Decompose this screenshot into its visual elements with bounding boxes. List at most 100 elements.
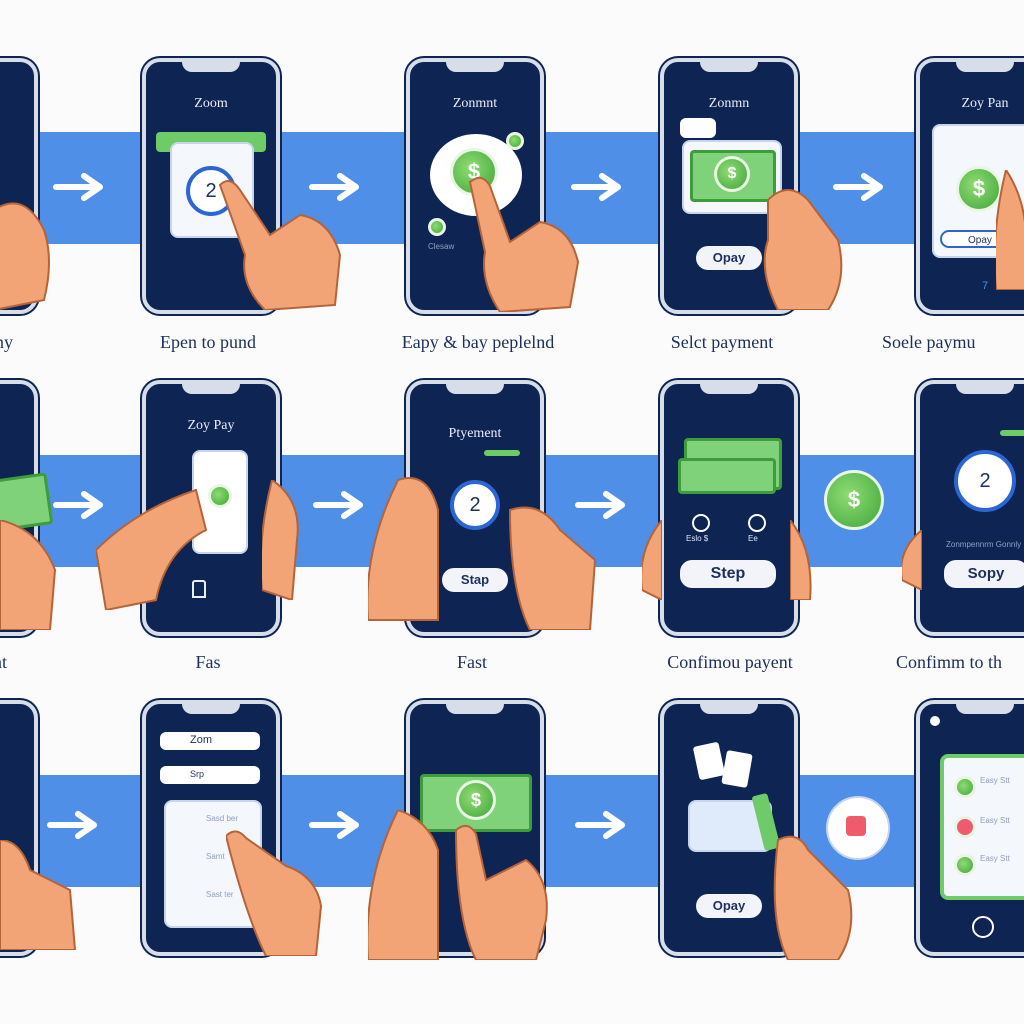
small-coin-icon (506, 132, 524, 150)
caption: Confimou payent (667, 652, 793, 672)
hand-icon (96, 488, 208, 610)
list-item: Easy Stt (980, 816, 1010, 825)
caption: Confimm to th (896, 652, 1003, 672)
phone-notch (182, 62, 240, 72)
coin-stack-icon: $ (824, 470, 884, 530)
phone-r1-c1: Zoom 2 (142, 58, 280, 314)
phone-notch (700, 704, 758, 714)
home-button[interactable] (972, 916, 994, 938)
opay-button[interactable]: Opay (696, 894, 762, 918)
caption: nt (0, 652, 7, 672)
hand-icon (368, 477, 439, 621)
phone-notch (956, 704, 1014, 714)
caption: Eapy & bay peplelnd (401, 332, 555, 352)
status-dot (930, 716, 940, 726)
chat-bubble-icon (680, 118, 716, 138)
phone-r1-c2: Zonmnt $ Clesaw (406, 58, 544, 314)
menu-item[interactable]: Srp (160, 766, 260, 784)
pointing-hand-icon (218, 180, 342, 310)
step-button[interactable]: Step (680, 560, 776, 588)
list-item: Sast ter (206, 890, 234, 899)
phone-r3-c3: Opay (660, 700, 798, 956)
menu-item[interactable]: Zom (160, 732, 260, 750)
phone-notch (446, 704, 504, 714)
screen-title: Zoy Pay (187, 418, 235, 433)
hand-icon (368, 810, 439, 960)
small-coin-icon (428, 218, 446, 236)
number-badge: 2 (450, 480, 500, 530)
hand-icon (0, 520, 57, 630)
coin-icon (954, 816, 976, 838)
number-badge: 2 (954, 450, 1016, 512)
coin-icon (954, 854, 976, 876)
banknote-icon (678, 458, 776, 494)
pointing-hand-icon (0, 840, 77, 950)
screen-label: Zonmpennrm Gonnly (946, 540, 1022, 549)
progress-bar (484, 450, 520, 456)
hand-icon (790, 520, 812, 600)
phone-r3-c4: Easy Stt Easy Stt Easy Stt (916, 700, 1024, 956)
hand-icon (0, 202, 50, 310)
pointing-hand-icon (226, 830, 323, 956)
seat-icon (192, 580, 206, 598)
hand-icon (996, 170, 1024, 290)
phone-notch (182, 704, 240, 714)
screen-title: Ptyement (448, 426, 502, 441)
progress-bar (1000, 430, 1024, 436)
caption: Fas (195, 652, 221, 672)
option-label: Eslo $ (686, 534, 709, 543)
opay-button[interactable]: Opay (696, 246, 762, 270)
arrow-right-icon (309, 811, 359, 839)
step-button[interactable]: Stap (442, 568, 508, 592)
list-item: Sasd ber (206, 814, 239, 823)
phone-notch (700, 62, 758, 72)
list-item: Samt (206, 852, 225, 861)
option-label: Ee (748, 534, 758, 543)
option-icon[interactable] (692, 514, 710, 532)
dollar-coin-icon: $ (714, 156, 750, 192)
hand-icon (508, 506, 597, 630)
hand-icon (763, 189, 843, 310)
heart-icon (846, 816, 866, 836)
caption: Soele paymu (882, 332, 976, 352)
list-panel (940, 754, 1024, 900)
phone-notch (182, 384, 240, 394)
phone-notch (956, 62, 1014, 72)
dollar-coin-icon (208, 484, 232, 508)
phone-r2-c3: Eslo $ Ee Step (660, 380, 798, 636)
menu-item-label: Srp (190, 769, 205, 779)
pointing-hand-icon (468, 176, 580, 312)
screen-title: Zonmnt (452, 96, 498, 111)
phone-notch (956, 384, 1014, 394)
hand-icon (773, 835, 853, 960)
copy-button[interactable]: Sopy (944, 560, 1024, 588)
screen-label: Clesaw (428, 242, 455, 251)
arrow-right-icon (53, 491, 103, 519)
screen-footer: 7 (982, 280, 989, 292)
arrow-right-icon (833, 173, 883, 201)
arrow-right-icon (47, 811, 97, 839)
arrow-right-icon (313, 491, 363, 519)
phone-r2-c4: 2 Zonmpennrm Gonnly Sopy (916, 380, 1024, 636)
arrow-right-icon (575, 491, 625, 519)
hand-icon (262, 480, 299, 600)
hand-icon (902, 530, 922, 590)
screen-title: Zoy Pan (961, 96, 1009, 111)
coin-icon (954, 776, 976, 798)
caption: eny (0, 332, 13, 352)
pointing-hand-icon (454, 824, 548, 960)
arrow-right-icon (309, 173, 359, 201)
phone-notch (446, 384, 504, 394)
list-item: Easy Stt (980, 776, 1010, 785)
arrow-right-icon (575, 811, 625, 839)
hand-icon (642, 520, 662, 600)
field-label: Opay (968, 235, 992, 246)
phone-notch (700, 384, 758, 394)
screen-title: Zoom (194, 96, 228, 111)
list-item: Easy Stt (980, 854, 1010, 863)
phone-notch (446, 62, 504, 72)
arrow-right-icon (53, 173, 103, 201)
dollar-coin-icon: $ (956, 166, 1002, 212)
option-icon[interactable] (748, 514, 766, 532)
